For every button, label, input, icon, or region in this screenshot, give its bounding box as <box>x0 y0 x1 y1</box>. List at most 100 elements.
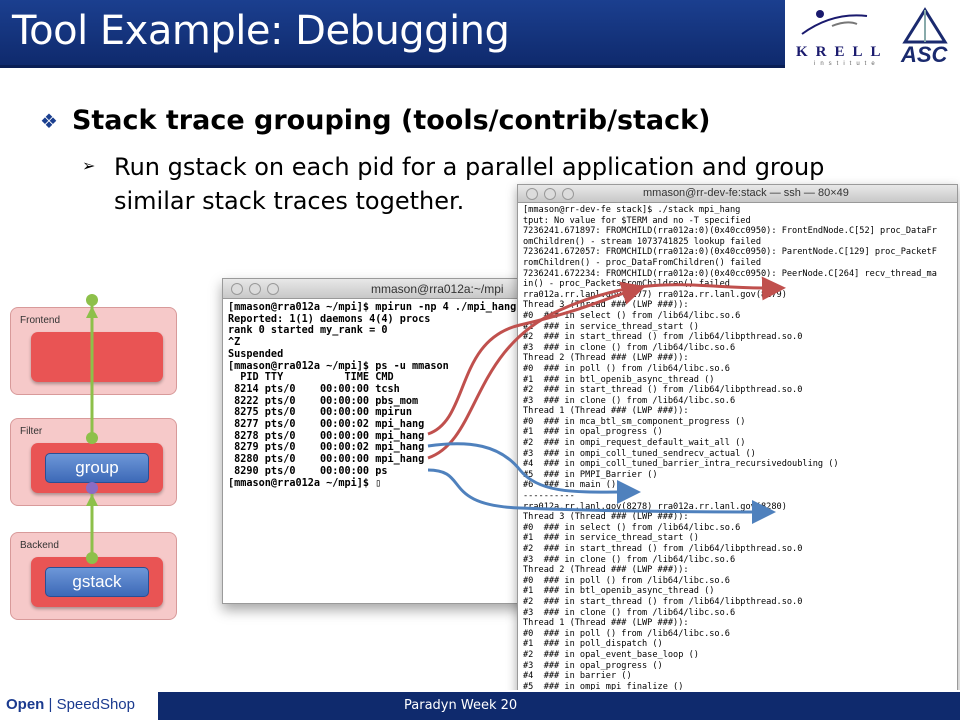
terminal-line: 7236241.672234: FROMCHILD(rra012a:0)(0x4… <box>523 268 937 279</box>
openspeedshop-logo: Open | SpeedShop <box>6 696 135 713</box>
terminal-line: #1 ### in poll_dispatch () <box>523 639 663 650</box>
terminal-line: #3 ### in ompi_coll_tuned_sendrecv_actua… <box>523 448 756 459</box>
terminal-line: [mmason@rra012a ~/mpi]$ mpirun -np 4 ./m… <box>228 302 517 313</box>
node-top-icon <box>86 294 98 306</box>
terminal-line: #0 ### in poll () from /lib64/libc.so.6 <box>523 575 730 586</box>
diamond-bullet-icon: ❖ <box>40 108 58 133</box>
terminal-line: #1 ### in service_thread_start () <box>523 321 699 332</box>
terminal-line: 8290 pts/0 00:00:00 ps <box>228 465 388 477</box>
slide-title: Tool Example: Debugging <box>12 8 510 54</box>
terminal-line: 8275 pts/0 00:00:00 mpirun <box>228 407 413 419</box>
terminal-line: [mmason@rra012a ~/mpi]$ ps -u mmason <box>228 360 449 372</box>
close-icon[interactable] <box>231 283 243 295</box>
terminal-line: #1 ### in btl_openib_async_thread () <box>523 586 715 597</box>
terminal-line: #2 ### in ompi_request_default_wait_all … <box>523 438 746 449</box>
terminal-line: #1 ### in service_thread_start () <box>523 533 699 544</box>
terminal-line: rra012a.rr.lanl.gov(8278) rra012a.rr.lan… <box>523 501 787 512</box>
terminal-line: #2 ### in start_thread () from /lib64/li… <box>523 596 803 607</box>
terminal-window-stack[interactable]: mmason@rr-dev-fe:stack — ssh — 80×49 [mm… <box>517 184 958 720</box>
minimize-icon[interactable] <box>544 188 556 200</box>
asc-mountain-icon <box>902 7 948 44</box>
terminal-window-mpi[interactable]: mmason@rra012a:~/mpi [mmason@rra012a ~/m… <box>222 278 532 604</box>
terminal-line: omChildren() - stream 1073741825 lookup … <box>523 236 761 247</box>
terminal-line: #0 ### in poll () from /lib64/libc.so.6 <box>523 363 730 374</box>
terminal-line: #0 ### in mca_btl_sm_component_progress … <box>523 416 746 427</box>
terminal-line: #4 ### in barrier () <box>523 671 632 682</box>
terminal-line: ---------- <box>523 491 575 502</box>
logo-open: Open <box>6 696 45 713</box>
terminal-output[interactable]: [mmason@rra012a ~/mpi]$ mpirun -np 4 ./m… <box>223 299 531 492</box>
terminal-line: #4 ### in ompi_coll_tuned_barrier_intra_… <box>523 459 839 470</box>
krell-subtitle: institute <box>814 61 880 67</box>
terminal-line: tput: No value for $TERM and no -T speci… <box>523 215 751 226</box>
terminal-output[interactable]: [mmason@rr-dev-fe stack]$ ./stack mpi_ha… <box>518 203 957 719</box>
terminal-line: Thread 1 (Thread ### (LWP ###)): <box>523 406 689 417</box>
filter-node: group <box>31 443 163 493</box>
terminal-line: 8214 pts/0 00:00:00 tcsh <box>228 383 400 395</box>
krell-wordmark: KRELL <box>796 44 889 60</box>
terminal-line: Thread 2 (Thread ### (LWP ###)): <box>523 565 689 576</box>
terminal-line: 8222 pts/0 00:00:00 pbs_mom <box>228 395 419 407</box>
terminal-line: PID TTY TIME CMD <box>228 372 394 384</box>
terminal-line: #6 ### in main () <box>523 480 617 491</box>
bullet-secondary: ➢ Run gstack on each pid for a parallel … <box>82 150 882 218</box>
bullet-primary: ❖ Stack trace grouping (tools/contrib/st… <box>40 105 710 136</box>
bullet-secondary-text: Run gstack on each pid for a parallel ap… <box>114 153 825 215</box>
group-pill: group <box>45 453 149 483</box>
terminal-line: ^Z <box>228 337 241 349</box>
tier-label: Filter <box>20 426 43 437</box>
terminal-line: #5 ### in PMPI_Barrier () <box>523 469 658 480</box>
terminal-line: #0 ### in select () from /lib64/libc.so.… <box>523 310 741 321</box>
terminal-line: [mmason@rr-dev-fe stack]$ ./stack mpi_ha… <box>523 205 741 215</box>
tier-label: Backend <box>20 540 59 551</box>
frontend-node <box>31 332 163 382</box>
terminal-line: #1 ### in opal_progress () <box>523 427 663 438</box>
minimize-icon[interactable] <box>249 283 261 295</box>
bullet-primary-text: Stack trace grouping (tools/contrib/stac… <box>71 105 711 136</box>
terminal-line: rra012a.rr.lanl.gov(8277) rra012a.rr.lan… <box>523 289 787 300</box>
maximize-icon[interactable] <box>267 283 279 295</box>
terminal-line: Reported: 1(1) daemons 4(4) procs <box>228 313 431 325</box>
backend-node: gstack <box>31 557 163 607</box>
krell-logo: KRELL institute <box>792 4 892 68</box>
maximize-icon[interactable] <box>562 188 574 200</box>
terminal-line: #0 ### in poll () from /lib64/libc.so.6 <box>523 628 730 639</box>
terminal-line: #5 ### in ompi_mpi_finalize () <box>523 681 684 692</box>
tier-frontend: Frontend <box>10 307 177 395</box>
footer-band <box>158 692 960 720</box>
terminal-title: mmason@rr-dev-fe:stack — ssh — 80×49 <box>643 187 849 199</box>
arrow-bullet-icon: ➢ <box>82 156 96 175</box>
terminal-line: 7236241.672057: FROMCHILD(rra012a:0)(0x4… <box>523 247 937 258</box>
terminal-line: Suspended <box>228 348 284 360</box>
terminal-line: #3 ### in clone () from /lib64/libc.so.6 <box>523 395 736 406</box>
krell-swoosh-icon <box>801 10 868 35</box>
terminal-line: Thread 3 (Thread ### (LWP ###)): <box>523 512 689 523</box>
footer-text: Paradyn Week 20 <box>404 698 518 713</box>
logo-speedshop: SpeedShop <box>56 696 135 713</box>
terminal-line: #3 ### in clone () from /lib64/libc.so.6 <box>523 607 736 618</box>
terminal-line: #0 ### in select () from /lib64/libc.so.… <box>523 522 741 533</box>
terminal-line: 7236241.671897: FROMCHILD(rra012a:0)(0x4… <box>523 226 937 237</box>
terminal-line: #3 ### in clone () from /lib64/libc.so.6 <box>523 554 736 565</box>
terminal-line: 8280 pts/0 00:00:00 mpi_hang <box>228 454 425 466</box>
terminal-line: #2 ### in opal_event_base_loop () <box>523 649 699 660</box>
terminal-line: romChildren() - proc_DataFromChildren() … <box>523 257 761 268</box>
terminal-line: #2 ### in start_thread () from /lib64/li… <box>523 385 803 396</box>
terminal-line: 8279 pts/0 00:00:02 mpi_hang <box>228 442 425 454</box>
asc-logo: ASC <box>895 4 957 68</box>
close-icon[interactable] <box>526 188 538 200</box>
terminal-line: #2 ### in start_thread () from /lib64/li… <box>523 332 803 343</box>
terminal-line: in() - proc_PacketsFromChildren() failed <box>523 279 730 290</box>
terminal-line: 8278 pts/0 00:00:00 mpi_hang <box>228 430 425 442</box>
terminal-line: Thread 3 (Thread ### (LWP ###)): <box>523 300 689 311</box>
terminal-line: [mmason@rra012a ~/mpi]$ ▯ <box>228 477 382 489</box>
tier-filter: Filter group <box>10 418 177 506</box>
terminal-line: Thread 2 (Thread ### (LWP ###)): <box>523 353 689 364</box>
terminal-titlebar[interactable]: mmason@rra012a:~/mpi <box>223 279 531 299</box>
terminal-title: mmason@rra012a:~/mpi <box>371 282 504 296</box>
terminal-line: #3 ### in opal_progress () <box>523 660 663 671</box>
terminal-line: #2 ### in start_thread () from /lib64/li… <box>523 544 803 554</box>
terminal-line: Thread 1 (Thread ### (LWP ###)): <box>523 618 689 629</box>
terminal-line: #3 ### in clone () from /lib64/libc.so.6 <box>523 342 736 353</box>
terminal-titlebar[interactable]: mmason@rr-dev-fe:stack — ssh — 80×49 <box>518 185 957 203</box>
